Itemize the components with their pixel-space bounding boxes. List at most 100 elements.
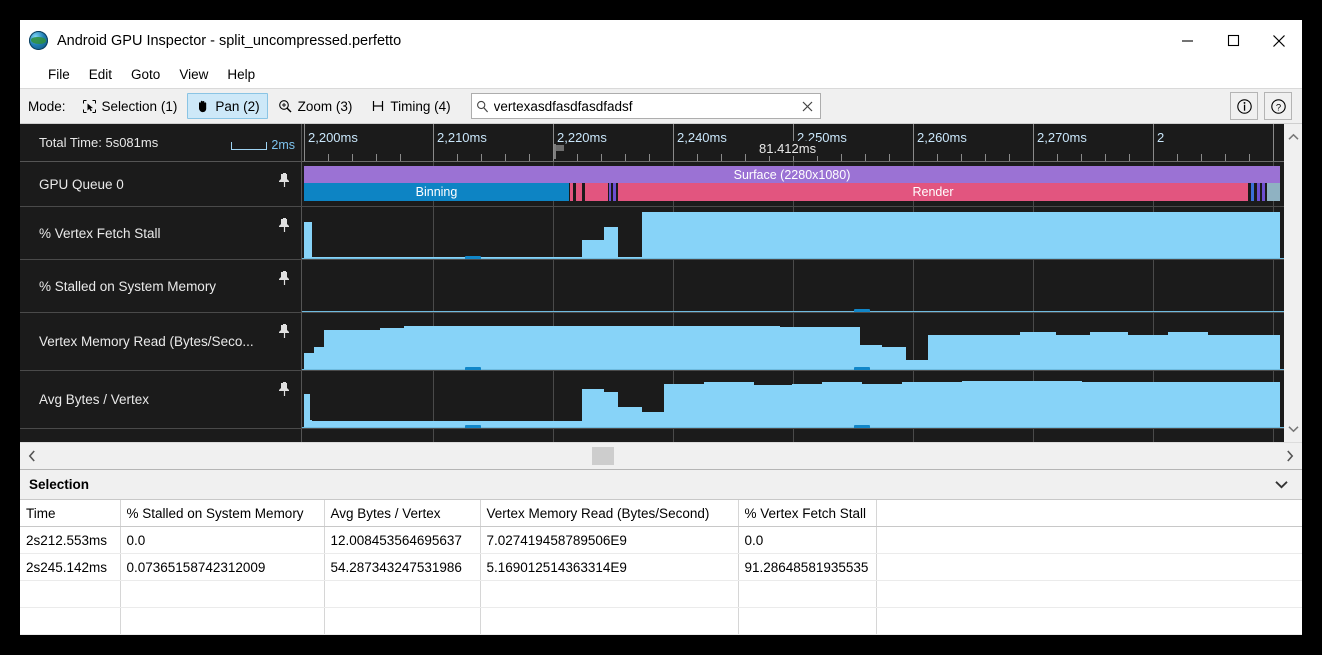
menu-edit[interactable]: Edit [88,67,113,82]
track-header[interactable]: Avg Bytes / Vertex [20,371,302,428]
menu-help[interactable]: Help [227,67,256,82]
maximize-button[interactable] [1210,20,1256,61]
mode-timing-button[interactable]: Timing (4) [362,93,458,119]
selection-panel: Selection Time% Stalled on System Memory… [20,469,1302,635]
grid-line [433,371,434,428]
counter-step [1056,335,1090,370]
time-marker-flag-icon[interactable] [554,144,565,159]
track-header[interactable]: % Stalled on System Memory [20,260,302,312]
table-column-header-5[interactable] [876,500,1302,527]
selection-header[interactable]: Selection [20,470,1302,500]
track-vertex-memory-read[interactable]: Vertex Memory Read (Bytes/Seco... [20,313,1284,371]
scrollbar-thumb[interactable] [592,447,614,465]
track-header[interactable]: % Vertex Fetch Stall [20,207,302,259]
ruler-minor-tick [328,154,329,161]
scrollbar-track[interactable] [44,443,1278,469]
counter-step [664,384,704,428]
ruler-minor-tick [721,154,722,161]
info-button[interactable] [1230,92,1258,120]
pin-icon[interactable] [279,271,290,290]
table-cell [480,580,739,608]
table-column-header-4[interactable]: % Vertex Fetch Stall [738,500,877,527]
scale-label: 2ms [271,138,295,152]
selection-marker[interactable] [465,256,481,259]
pin-icon[interactable] [279,382,290,401]
track-canvas[interactable] [302,207,1284,259]
table-column-header-0[interactable]: Time [20,500,121,527]
mode-pan-button[interactable]: Pan (2) [187,93,268,119]
scroll-right-icon[interactable] [1278,450,1302,462]
grid-line [913,313,914,370]
search-icon [472,100,494,113]
track-gpu-queue-0[interactable]: GPU Queue 0 Surface (2280x1080)Binning Re… [20,162,1284,207]
counter-step [642,412,664,428]
track-vertex-fetch-stall[interactable]: % Vertex Fetch Stall [20,207,1284,260]
scroll-left-icon[interactable] [20,450,44,462]
timeline-horizontal-scrollbar[interactable] [20,442,1302,469]
selection-marker[interactable] [854,425,870,428]
track-header[interactable]: GPU Queue 0 [20,162,302,206]
slice-render-sliver[interactable] [585,183,608,201]
slice-surface[interactable]: Surface (2280x1080) [304,166,1280,183]
table-column-header-1[interactable]: % Stalled on System Memory [120,500,325,527]
menu-goto[interactable]: Goto [131,67,161,82]
pin-icon[interactable] [279,324,290,343]
track-canvas[interactable] [302,371,1284,428]
ruler-minor-tick [1129,154,1130,161]
slice-render-sliver[interactable] [1262,183,1265,201]
ruler-minor-tick [1201,154,1202,161]
ruler-tick-label: 2,220ms [557,130,607,145]
menu-view[interactable]: View [179,67,209,82]
counter-baseline [302,311,1284,312]
ruler-minor-tick [649,154,650,161]
mode-selection-button[interactable]: Selection (1) [74,93,186,119]
ruler-minor-tick [1225,154,1226,161]
selection-marker[interactable] [465,367,481,370]
mode-timing-label: Timing (4) [390,98,451,114]
slice-render-sliver[interactable] [1251,183,1254,201]
scroll-down-icon[interactable] [1287,420,1299,438]
pin-icon[interactable] [279,218,290,237]
clear-search-icon[interactable] [796,101,820,112]
track-avg-bytes-vertex[interactable]: Avg Bytes / Vertex [20,371,1284,429]
close-button[interactable] [1256,20,1302,61]
table-column-header-3[interactable]: Vertex Memory Read (Bytes/Second) [480,500,739,527]
minimize-button[interactable] [1164,20,1210,61]
slice-render-sliver[interactable] [609,183,611,201]
counter-baseline [302,258,1284,259]
menu-file[interactable]: File [48,67,70,82]
help-button[interactable]: ? [1264,92,1292,120]
scroll-up-icon[interactable] [1287,128,1299,146]
slice-render-sliver[interactable] [576,183,582,201]
track-header[interactable]: Vertex Memory Read (Bytes/Seco... [20,313,302,370]
selection-marker[interactable] [465,425,481,428]
slice-render-sliver[interactable] [1267,183,1280,201]
timeline-vertical-scrollbar[interactable] [1284,124,1302,442]
ruler-major-tick [553,124,554,161]
track-canvas[interactable]: Surface (2280x1080)Binning Render [302,162,1284,206]
counter-step [324,330,354,370]
slice-binning[interactable]: Binning [304,183,569,201]
table-column-header-2[interactable]: Avg Bytes / Vertex [324,500,481,527]
slice-render-sliver[interactable] [613,183,616,201]
selection-marker[interactable] [854,309,870,312]
selection-marker[interactable] [854,367,870,370]
pin-icon[interactable] [279,173,290,192]
slice-render-sliver[interactable] [1257,183,1260,201]
track-stalled-system-memory[interactable]: % Stalled on System Memory [20,260,1284,313]
track-canvas[interactable] [302,260,1284,312]
table-row[interactable] [20,580,1302,608]
chevron-down-icon[interactable] [1275,476,1288,494]
table-row[interactable] [20,607,1302,635]
slice-render-sliver[interactable] [570,183,573,201]
search-input[interactable]: vertexasdfasdfasdfadsf [493,98,633,114]
track-canvas[interactable] [302,313,1284,370]
mode-zoom-button[interactable]: Zoom (3) [270,93,361,119]
table-cell: 0.0 [120,526,325,554]
search-box[interactable]: vertexasdfasdfasdfadsf [470,93,821,119]
slice-render-main[interactable]: Render [618,183,1248,201]
